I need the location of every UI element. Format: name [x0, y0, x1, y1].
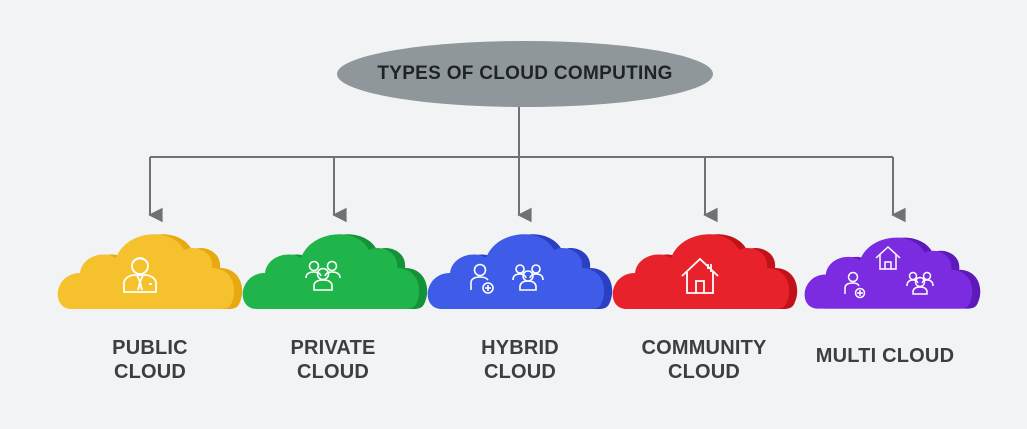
connectors	[148, 107, 906, 223]
cloud-public	[57, 234, 243, 309]
label-community-cloud: COMMUNITY CLOUD	[624, 336, 784, 384]
label-line: COMMUNITY	[641, 337, 767, 359]
label-line: CLOUD	[667, 361, 741, 383]
person-in-suit-icon	[123, 257, 157, 293]
user-add-and-group-icon	[470, 263, 544, 294]
label-private-cloud: PRIVATE CLOUD	[273, 336, 393, 384]
label-line: CLOUD	[113, 361, 187, 383]
label-public-cloud: PUBLIC CLOUD	[95, 336, 205, 384]
label-multi-cloud: MULTI CLOUD	[800, 344, 970, 368]
root-title: TYPES OF CLOUD COMPUTING	[377, 63, 673, 84]
label-hybrid-cloud: HYBRID CLOUD	[460, 336, 580, 384]
cloud-community	[612, 234, 798, 309]
home-icon	[681, 257, 719, 294]
cloud-hybrid	[427, 234, 613, 309]
cloud-private	[242, 234, 428, 309]
root-node	[337, 41, 713, 107]
group-of-people-icon	[305, 260, 341, 291]
label-line: HYBRID	[481, 337, 559, 359]
label-line: CLOUD	[483, 361, 557, 383]
label-line: PRIVATE	[290, 337, 376, 359]
cloud-multi	[804, 237, 981, 309]
label-line: CLOUD	[296, 361, 370, 383]
home-user-add-group-icon	[844, 245, 934, 299]
label-line: MULTI CLOUD	[815, 345, 955, 367]
label-line: PUBLIC	[112, 337, 188, 359]
